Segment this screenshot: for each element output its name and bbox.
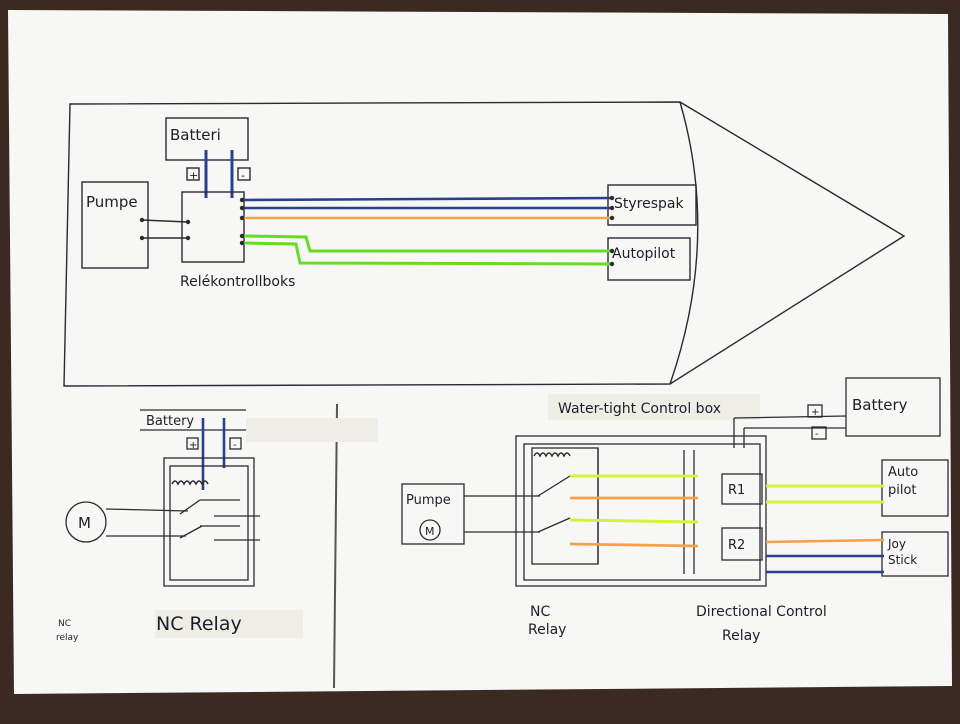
br-joystick-label-2: Stick xyxy=(888,553,917,567)
nc-relay-housing-inner xyxy=(169,465,249,581)
paper-background xyxy=(8,10,952,694)
pump-wire-top xyxy=(141,219,189,223)
top-minus-label: - xyxy=(241,169,245,182)
bottom-right-diagram xyxy=(401,377,949,587)
nc-relay-housing-outer xyxy=(163,457,255,587)
r2-relay-box xyxy=(721,527,763,561)
section-divider-line xyxy=(333,403,338,689)
bl-minus-label: - xyxy=(233,440,237,451)
wire-green-2 xyxy=(243,241,613,266)
joystick-box xyxy=(607,184,697,226)
bl-minus-terminal xyxy=(229,437,242,450)
br-nc-relay-label-1: NC xyxy=(530,604,550,620)
wire-blue-1 xyxy=(243,196,613,202)
top-connection-dots xyxy=(139,195,615,267)
br-r2-wire-orange xyxy=(765,538,885,544)
bl-margin-note-2: relay xyxy=(56,633,79,643)
bottom-left-diagram xyxy=(65,409,260,587)
boat-hull-outline xyxy=(63,101,906,387)
br-plus-label: + xyxy=(811,407,819,418)
top-diagram xyxy=(63,101,906,387)
tape-strip-1 xyxy=(246,418,378,442)
br-directional-label-1: Directional Control xyxy=(696,604,827,620)
br-r2-label: R2 xyxy=(728,538,745,553)
top-relay-box-label: Relékontrollboks xyxy=(180,274,295,290)
br-motor-label: M xyxy=(425,525,435,538)
pump-box xyxy=(81,181,149,269)
br-nc-relay-label-2: Relay xyxy=(528,622,566,638)
br-joystick-label-1: Joy xyxy=(887,537,906,551)
boat-bow-curve xyxy=(669,101,699,385)
battery-wire-plus xyxy=(733,415,847,419)
bl-plus-label: + xyxy=(189,440,197,451)
top-pump-label: Pumpe xyxy=(86,193,138,211)
motor-wire-1 xyxy=(105,508,189,512)
br-pump-box xyxy=(401,483,465,545)
br-control-box-label: Water-tight Control box xyxy=(558,401,721,417)
watertight-control-box-inner xyxy=(523,443,761,581)
relay-control-box xyxy=(181,191,245,263)
br-switch-arm-1 xyxy=(537,475,571,497)
top-joystick-label: Styrespak xyxy=(614,196,684,212)
relay-coil xyxy=(171,480,209,486)
br-relay-coil xyxy=(533,452,571,458)
br-autopilot-label-1: Auto xyxy=(888,465,918,480)
top-autopilot-label: Autopilot xyxy=(612,246,676,262)
watertight-control-box-outer xyxy=(515,435,767,587)
bl-margin-note-1: NC xyxy=(58,619,71,629)
switch-arm-1 xyxy=(179,499,201,515)
switch-arm-2 xyxy=(179,525,203,539)
minus-terminal-box xyxy=(237,167,251,181)
bl-battery-label: Battery xyxy=(146,414,194,429)
battery-box-right xyxy=(845,377,941,437)
br-autopilot-box xyxy=(881,459,949,517)
br-plus-terminal xyxy=(807,404,823,418)
plus-terminal-box xyxy=(186,167,200,181)
br-motor-circle xyxy=(419,519,441,541)
br-switch-arm-2 xyxy=(537,517,571,533)
br-minus-label: - xyxy=(815,429,819,440)
autopilot-box xyxy=(607,237,691,281)
br-wire-yellow-2 xyxy=(569,518,699,524)
br-minus-terminal xyxy=(811,426,827,440)
motor-circle xyxy=(65,501,107,543)
br-r1-label: R1 xyxy=(728,483,745,498)
top-plus-label: + xyxy=(189,169,198,182)
br-joystick-box xyxy=(881,531,949,577)
br-battery-label: Battery xyxy=(852,396,908,414)
tape-strip-3 xyxy=(548,394,760,420)
bl-plus-terminal xyxy=(186,437,199,450)
br-directional-label-2: Relay xyxy=(722,628,760,644)
top-battery-label: Batteri xyxy=(170,126,221,144)
r1-relay-box xyxy=(721,473,763,505)
br-autopilot-label-2: pilot xyxy=(888,483,917,498)
br-pump-label: Pumpe xyxy=(406,493,451,508)
tape-strip-2 xyxy=(155,610,303,638)
br-wire-orange-2 xyxy=(569,542,699,548)
bl-motor-label: M xyxy=(78,514,91,532)
bl-relay-label: NC Relay xyxy=(156,613,242,635)
wire-green-1 xyxy=(243,234,612,253)
